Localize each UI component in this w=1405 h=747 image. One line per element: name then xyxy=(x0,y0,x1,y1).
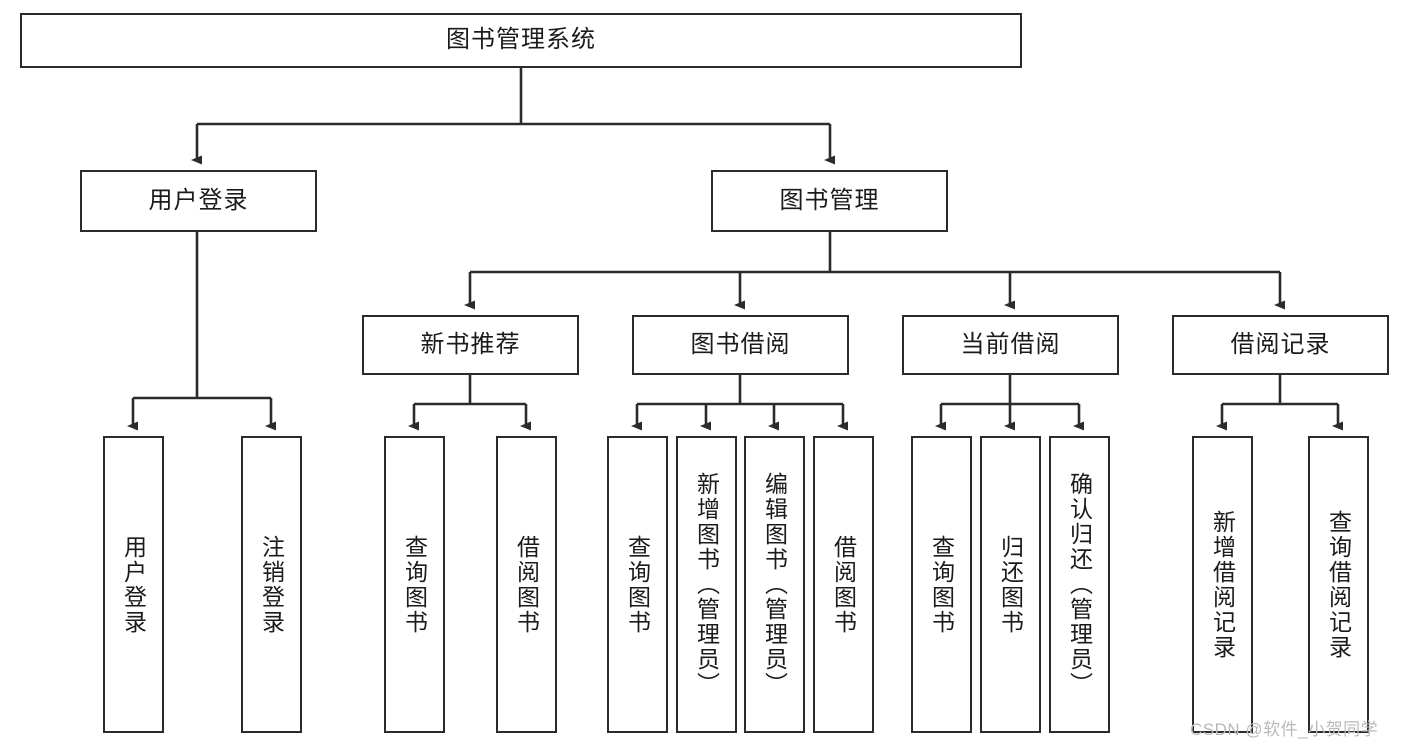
leaf-recommend-query-book[interactable]: 查询图书 xyxy=(384,436,445,733)
node-label: 新增借阅记录 xyxy=(1209,509,1236,660)
node-label: 确认归还（管理员） xyxy=(1066,472,1093,697)
watermark-text: CSDN @软件_小贺同学 xyxy=(1190,720,1379,739)
node-book-borrow[interactable]: 图书借阅 xyxy=(632,315,849,375)
node-label: 借阅图书 xyxy=(513,534,540,635)
node-user-login[interactable]: 用户登录 xyxy=(80,170,317,232)
node-borrow-record[interactable]: 借阅记录 xyxy=(1172,315,1389,375)
node-current-borrow[interactable]: 当前借阅 xyxy=(902,315,1119,375)
node-label: 图书管理 xyxy=(779,186,880,214)
node-label: 图书借阅 xyxy=(690,330,791,358)
node-label: 注销登录 xyxy=(258,534,285,635)
node-label: 编辑图书（管理员） xyxy=(761,472,788,697)
node-root-system[interactable]: 图书管理系统 xyxy=(20,13,1022,68)
leaf-borrow-borrow-book[interactable]: 借阅图书 xyxy=(813,436,874,733)
leaf-current-query-book[interactable]: 查询图书 xyxy=(911,436,972,733)
leaf-current-return-book[interactable]: 归还图书 xyxy=(980,436,1041,733)
node-book-management[interactable]: 图书管理 xyxy=(711,170,948,232)
leaf-record-query-record[interactable]: 查询借阅记录 xyxy=(1308,436,1369,733)
leaf-user-login[interactable]: 用户登录 xyxy=(103,436,164,733)
node-label: 查询借阅记录 xyxy=(1325,509,1352,660)
node-label: 查询图书 xyxy=(624,534,651,635)
node-label: 查询图书 xyxy=(401,534,428,635)
node-label: 新增图书（管理员） xyxy=(693,472,720,697)
leaf-recommend-borrow-book[interactable]: 借阅图书 xyxy=(496,436,557,733)
leaf-borrow-add-book-admin[interactable]: 新增图书（管理员） xyxy=(676,436,737,733)
node-label: 借阅图书 xyxy=(830,534,857,635)
node-label: 借阅记录 xyxy=(1230,330,1331,358)
leaf-borrow-edit-book-admin[interactable]: 编辑图书（管理员） xyxy=(744,436,805,733)
leaf-user-logout[interactable]: 注销登录 xyxy=(241,436,302,733)
node-label: 归还图书 xyxy=(997,534,1024,635)
node-label: 用户登录 xyxy=(120,534,147,635)
node-label: 查询图书 xyxy=(928,534,955,635)
node-label: 图书管理系统 xyxy=(446,26,596,54)
node-label: 用户登录 xyxy=(148,186,249,214)
leaf-borrow-query-book[interactable]: 查询图书 xyxy=(607,436,668,733)
node-new-book-recommend[interactable]: 新书推荐 xyxy=(362,315,579,375)
leaf-current-confirm-return-admin[interactable]: 确认归还（管理员） xyxy=(1049,436,1110,733)
node-label: 新书推荐 xyxy=(420,330,521,358)
leaf-record-add-record[interactable]: 新增借阅记录 xyxy=(1192,436,1253,733)
node-label: 当前借阅 xyxy=(960,330,1061,358)
